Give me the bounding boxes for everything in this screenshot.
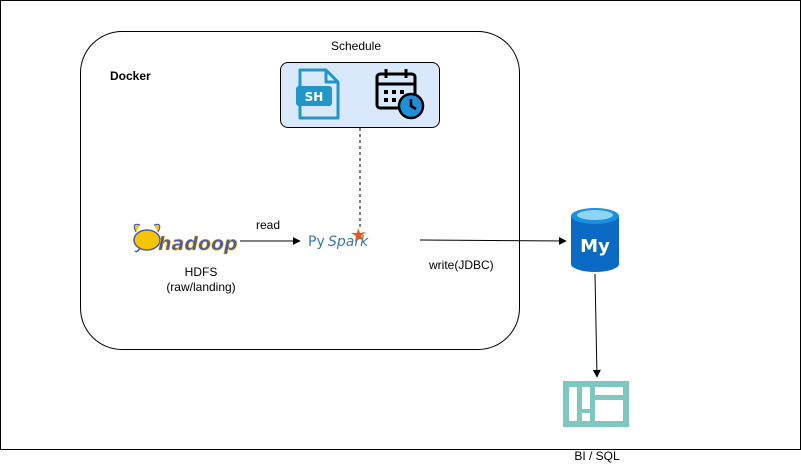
hdfs-sublabel: (raw/landing) bbox=[166, 280, 236, 294]
mysql-logo-text: My bbox=[580, 236, 610, 257]
write-arrow bbox=[419, 236, 567, 245]
pyspark-py-text: Py bbox=[308, 234, 325, 250]
sh-icon-text: SH bbox=[305, 90, 324, 104]
mysql-icon: My bbox=[571, 208, 619, 272]
pyspark-spark-text: Spark bbox=[328, 234, 369, 250]
write-label: write(JDBC) bbox=[429, 258, 494, 272]
read-label: read bbox=[256, 218, 281, 232]
sh-script-icon: SH bbox=[296, 68, 340, 120]
dashboard-icon bbox=[563, 381, 629, 427]
bi-arrow bbox=[592, 273, 601, 378]
bi-sql-label: BI / SQL bbox=[574, 449, 620, 463]
calendar-clock-icon bbox=[375, 69, 425, 120]
docker-container bbox=[80, 31, 520, 350]
docker-label: Docker bbox=[110, 69, 151, 83]
hadoop-logo: hadoop bbox=[133, 223, 238, 255]
schedule-label: Schedule bbox=[330, 39, 382, 53]
hadoop-logo-text: hadoop bbox=[158, 233, 238, 255]
canvas-frame-bottom bbox=[0, 449, 801, 450]
hdfs-label: HDFS bbox=[184, 265, 218, 279]
pyspark-logo: Py Spark bbox=[308, 228, 369, 250]
